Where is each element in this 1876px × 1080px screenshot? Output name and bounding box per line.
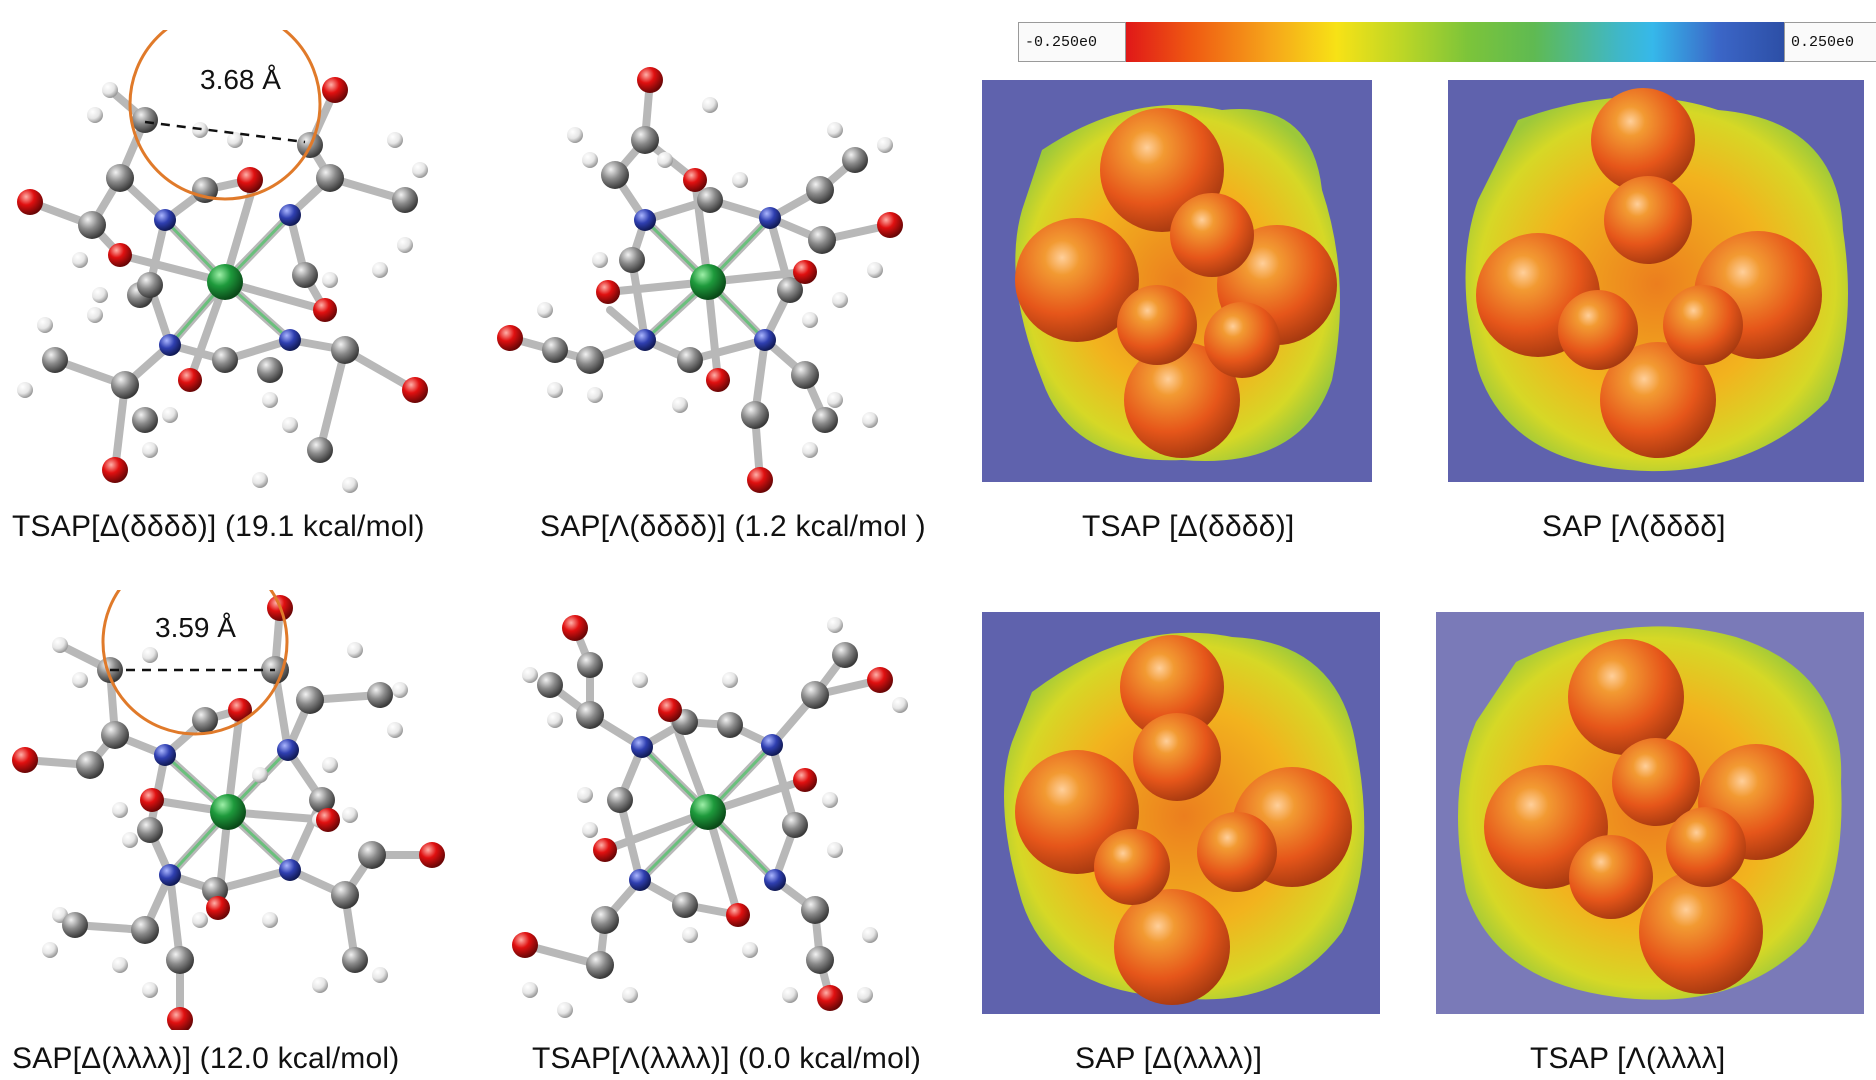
colorbar-max-label: 0.250e0: [1784, 22, 1876, 62]
colorbar-gradient: [1126, 22, 1784, 62]
molecule-sap-lambda-dddd: [480, 60, 940, 500]
distance-label-top: 3.68 Å: [200, 64, 281, 95]
molecule-tsap-lambda-llll: [490, 600, 950, 1040]
distance-label-bottom: 3.59 Å: [155, 612, 236, 643]
esp-surface-tsap-lambda-llll: [1436, 612, 1864, 1014]
esp-colorbar: -0.250e0 0.250e0: [1018, 22, 1876, 62]
caption-mol-tr: SAP[Λ(δδδδ)] (1.2 kcal/mol ): [540, 510, 926, 543]
caption-surf-bl: SAP [Δ(λλλλ)]: [1075, 1042, 1263, 1075]
esp-surface-sap-lambda-dddd: [1448, 80, 1864, 482]
caption-surf-tr: SAP [Λ(δδδδ]: [1542, 510, 1726, 543]
esp-surface-sap-delta-llll: [982, 612, 1380, 1014]
caption-surf-tl: TSAP [Δ(δδδδ)]: [1082, 510, 1295, 543]
caption-mol-tl: TSAP[Δ(δδδδ)] (19.1 kcal/mol): [12, 510, 425, 543]
molecule-tsap-delta-dddd: [0, 30, 460, 500]
colorbar-min-label: -0.250e0: [1018, 22, 1126, 62]
caption-mol-br: TSAP[Λ(λλλλ)] (0.0 kcal/mol): [532, 1042, 922, 1075]
esp-surface-tsap-delta-dddd: [982, 80, 1372, 482]
caption-surf-br: TSAP [Λ(λλλλ]: [1530, 1042, 1726, 1075]
molecule-sap-delta-llll: [0, 590, 460, 1030]
caption-mol-bl: SAP[Δ(λλλλ)] (12.0 kcal/mol): [12, 1042, 400, 1075]
